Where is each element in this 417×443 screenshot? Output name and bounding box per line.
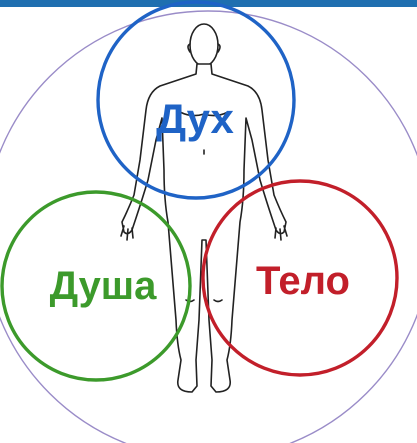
figure-head (189, 23, 219, 67)
body-circle (201, 179, 399, 377)
figure-fingers (120, 225, 288, 241)
spirit-label: Дух (156, 95, 234, 142)
figure-body (121, 63, 287, 393)
soul-label: Душа (50, 264, 158, 308)
spirit-circle (96, 0, 296, 200)
soul-circle (0, 190, 192, 382)
figure-torso-detail (179, 111, 229, 155)
body-label: Тело (256, 259, 350, 303)
outer-circle (0, 10, 417, 443)
figure-ears (187, 43, 221, 53)
human-body-outline-icon (120, 23, 288, 393)
